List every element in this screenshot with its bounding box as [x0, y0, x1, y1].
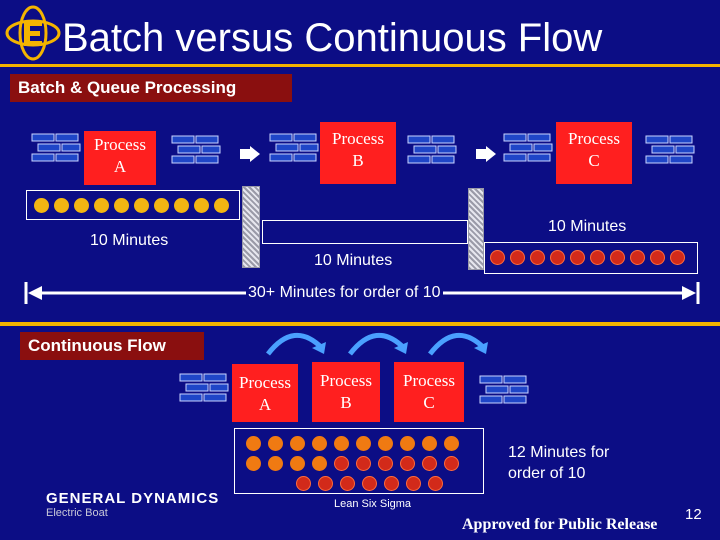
brick-stack-icon — [407, 135, 457, 164]
unit-dot — [428, 476, 443, 491]
time-label-c: 10 Minutes — [548, 218, 627, 235]
brick-stack-icon — [479, 375, 529, 404]
unit-dot — [356, 436, 371, 451]
unit-dot — [650, 250, 665, 265]
unit-dot — [174, 198, 189, 213]
queue-divider — [468, 188, 484, 270]
time-label-a: 10 Minutes — [90, 232, 169, 249]
batch-process-a: Process A — [84, 131, 156, 185]
unit-dot — [312, 456, 327, 471]
brick-stack-icon — [179, 373, 229, 402]
process-letter: B — [340, 393, 352, 412]
time-label-b: 10 Minutes — [314, 252, 393, 269]
eb-logo-icon — [5, 5, 61, 61]
brand-name: GENERAL DYNAMICS — [46, 490, 220, 507]
unit-dot — [570, 250, 585, 265]
flow-result-line2: order of 10 — [508, 465, 586, 482]
queue-divider — [242, 186, 260, 268]
brick-stack-icon — [503, 133, 553, 162]
unit-dot — [490, 250, 505, 265]
batch-tray-b — [262, 220, 468, 244]
process-label: Process — [239, 373, 291, 392]
unit-dot — [590, 250, 605, 265]
unit-dot — [34, 198, 49, 213]
arrow-right-icon — [476, 146, 496, 162]
approval-notice: Approved for Public Release — [462, 516, 658, 533]
unit-dot — [194, 198, 209, 213]
unit-dot — [670, 250, 685, 265]
unit-dot — [444, 436, 459, 451]
unit-dot — [134, 198, 149, 213]
unit-dot — [246, 456, 261, 471]
unit-dot — [530, 250, 545, 265]
brick-stack-icon — [31, 133, 81, 162]
unit-dot — [378, 436, 393, 451]
flow-result-line1: 12 Minutes for — [508, 444, 610, 461]
unit-dot — [214, 198, 229, 213]
title-divider — [0, 64, 720, 67]
unit-dot — [246, 436, 261, 451]
unit-dot — [610, 250, 625, 265]
unit-dot — [290, 436, 305, 451]
process-label: Process — [403, 371, 455, 390]
flow-process-b: Process B — [312, 362, 380, 422]
process-letter: C — [588, 151, 600, 170]
unit-dot — [114, 198, 129, 213]
flow-arrow-icon — [266, 332, 326, 356]
unit-dot — [334, 436, 349, 451]
section-divider — [0, 322, 720, 326]
unit-dot — [296, 476, 311, 491]
arrow-right-icon — [240, 146, 260, 162]
unit-dot — [378, 456, 393, 471]
unit-dot — [334, 456, 349, 471]
unit-dot — [362, 476, 377, 491]
unit-dot — [290, 456, 305, 471]
unit-dot — [54, 198, 69, 213]
process-label: Process — [332, 129, 384, 148]
page-number: 12 — [685, 506, 702, 523]
unit-dot — [268, 436, 283, 451]
flow-arrow-icon — [348, 332, 408, 356]
process-label: Process — [320, 371, 372, 390]
batch-process-c: Process C — [556, 122, 632, 184]
brand-subtitle: Electric Boat — [46, 507, 108, 519]
continuous-section-label: Continuous Flow — [20, 332, 204, 360]
unit-dot — [384, 476, 399, 491]
unit-dot — [74, 198, 89, 213]
process-letter: B — [352, 151, 364, 170]
brick-stack-icon — [645, 135, 695, 164]
unit-dot — [340, 476, 355, 491]
unit-dot — [422, 456, 437, 471]
process-letter: A — [113, 157, 127, 176]
brick-stack-icon — [171, 135, 221, 164]
flow-process-a: Process A — [232, 364, 298, 422]
unit-dot — [318, 476, 333, 491]
batch-section-label: Batch & Queue Processing — [10, 74, 292, 102]
page-title: Batch versus Continuous Flow — [62, 16, 603, 60]
unit-dot — [550, 250, 565, 265]
unit-dot — [312, 436, 327, 451]
flow-arrow-icon — [428, 332, 488, 356]
unit-dot — [406, 476, 421, 491]
flow-process-c: Process C — [394, 362, 464, 422]
batch-process-b: Process B — [320, 122, 396, 184]
unit-dot — [444, 456, 459, 471]
footer-center-text: Lean Six Sigma — [334, 498, 412, 510]
process-letter: C — [423, 393, 435, 412]
brick-stack-icon — [269, 133, 319, 162]
unit-dot — [400, 456, 415, 471]
process-label: Process — [568, 129, 620, 148]
total-time-label: 30+ Minutes for order of 10 — [246, 284, 443, 302]
unit-dot — [422, 436, 437, 451]
unit-dot — [94, 198, 109, 213]
unit-dot — [630, 250, 645, 265]
unit-dot — [400, 436, 415, 451]
unit-dot — [356, 456, 371, 471]
process-label: Process — [94, 135, 146, 154]
unit-dot — [510, 250, 525, 265]
unit-dot — [268, 456, 283, 471]
unit-dot — [154, 198, 169, 213]
process-letter: A — [258, 395, 272, 414]
